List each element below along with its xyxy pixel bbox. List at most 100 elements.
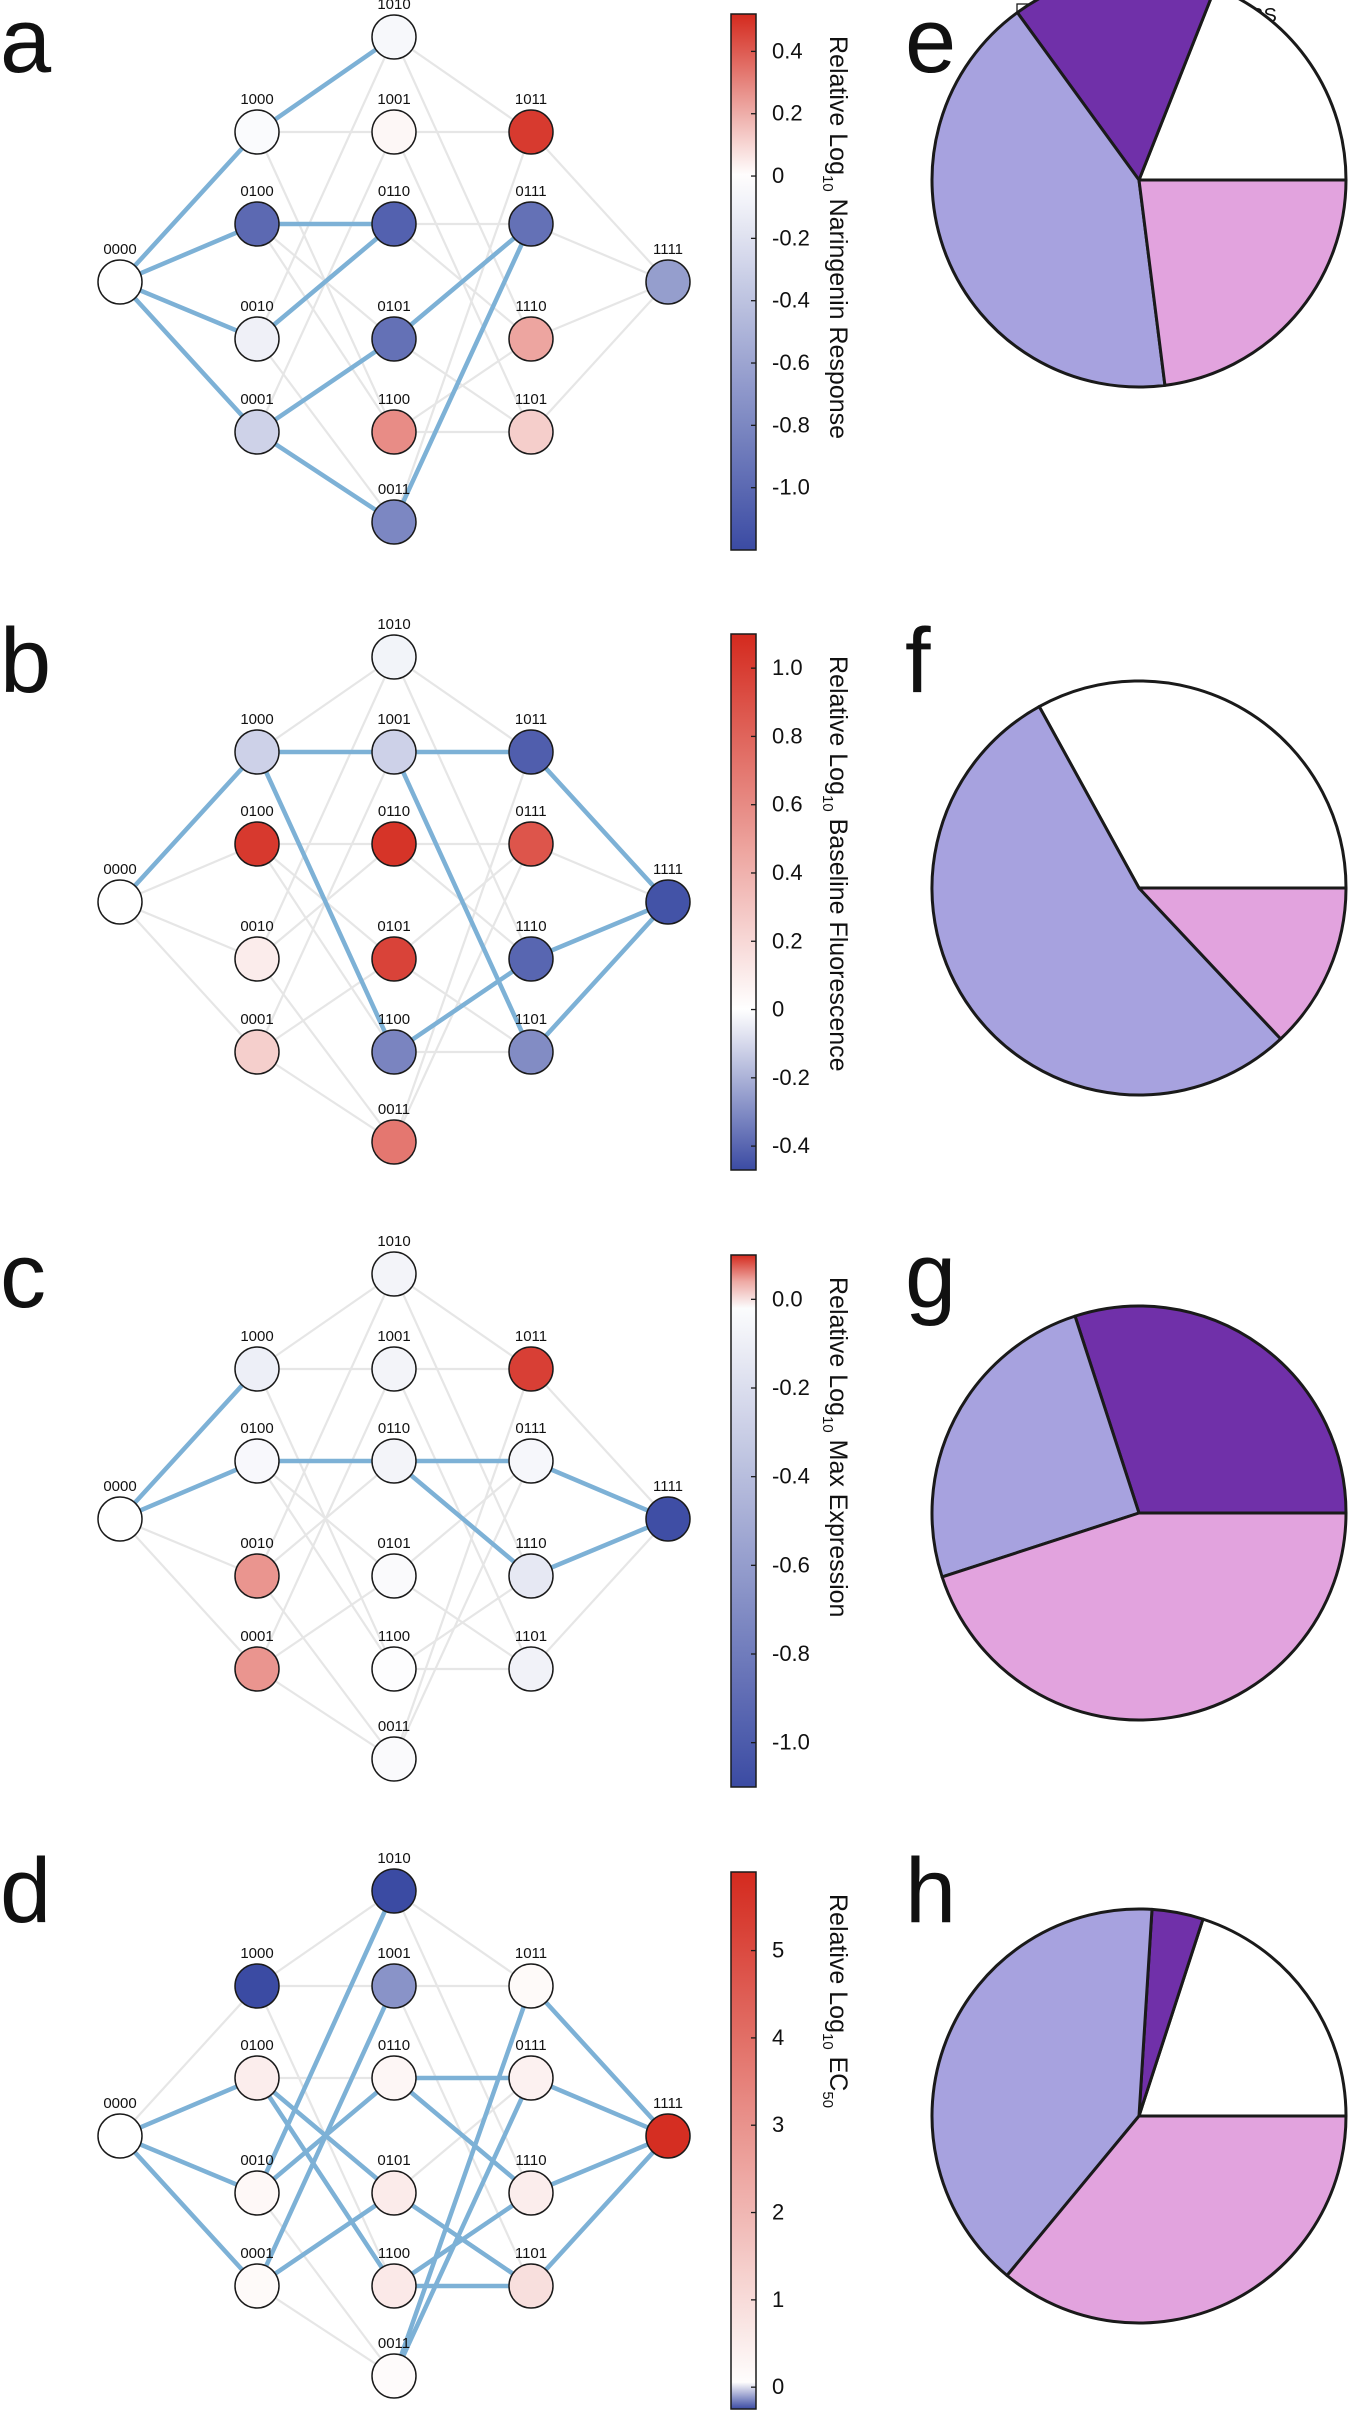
edge-1010-1110 bbox=[392, 1890, 533, 2194]
colorbar-title-c: Relative Log10 Max Expression bbox=[819, 1277, 852, 1617]
node-0010 bbox=[234, 2170, 280, 2216]
node-label-1101: 1101 bbox=[515, 2245, 547, 2262]
colorbar-tick-label-c-5: -1.0 bbox=[772, 1730, 810, 1755]
node-1011 bbox=[508, 1963, 554, 2009]
node-0110 bbox=[371, 2055, 417, 2101]
node-1101 bbox=[508, 409, 554, 455]
node-label-1011: 1011 bbox=[515, 91, 547, 108]
node-0111 bbox=[508, 201, 554, 247]
network-panel-a: a000010000100001000011010100101100101110… bbox=[0, 0, 852, 551]
node-0110 bbox=[371, 821, 417, 867]
node-1010 bbox=[371, 634, 417, 680]
node-label-0100: 0100 bbox=[240, 803, 273, 820]
colorbar-title-d: Relative Log10 EC50 bbox=[819, 1894, 852, 2108]
node-0111 bbox=[508, 2055, 554, 2101]
node-1111 bbox=[645, 879, 691, 925]
colorbar-tick-label-a-4: -0.4 bbox=[772, 288, 810, 313]
edge-highlight-1000-1100 bbox=[254, 749, 397, 1055]
panel-letter-g: g bbox=[905, 1225, 956, 1327]
colorbar-tick-label-b-5: 0 bbox=[772, 997, 784, 1022]
colorbar-tick-label-c-4: -0.8 bbox=[772, 1641, 810, 1666]
node-0010 bbox=[234, 936, 280, 982]
node-label-1011: 1011 bbox=[515, 711, 547, 728]
node-label-1001: 1001 bbox=[377, 1945, 410, 1962]
pie-slice-e-RS bbox=[1015, 0, 1212, 182]
node-1111 bbox=[645, 2113, 691, 2159]
node-0000 bbox=[97, 259, 143, 305]
edge-highlight-0001-0101 bbox=[254, 2190, 397, 2289]
edge-highlight-0000-1000 bbox=[117, 1366, 260, 1522]
edge-0001-0101 bbox=[256, 958, 395, 1053]
node-0011 bbox=[371, 499, 417, 545]
panel-letter-e: e bbox=[905, 0, 956, 92]
colorbar-tick-label-d-3: 2 bbox=[772, 2200, 784, 2225]
colorbar-tick-label-c-2: -0.4 bbox=[772, 1464, 810, 1489]
colorbar-tick-label-a-1: 0.2 bbox=[772, 101, 803, 126]
node-label-1110: 1110 bbox=[515, 298, 546, 315]
edge-0011-1011 bbox=[392, 131, 533, 523]
node-label-0010: 0010 bbox=[240, 918, 273, 935]
colorbar-tick-label-b-3: 0.4 bbox=[772, 860, 803, 885]
node-label-0111: 0111 bbox=[515, 1420, 546, 1437]
edge-0001-0011 bbox=[256, 1668, 395, 1760]
edge-highlight-0000-0001 bbox=[117, 2133, 260, 2289]
node-label-1101: 1101 bbox=[515, 391, 547, 408]
node-1101 bbox=[508, 1029, 554, 1075]
node-label-1111: 1111 bbox=[653, 2095, 683, 2112]
pie-panel-f: f bbox=[905, 610, 1348, 1097]
node-0100 bbox=[234, 1438, 280, 1484]
colorbar-tick-label-a-7: -1.0 bbox=[772, 475, 810, 500]
node-1011 bbox=[508, 729, 554, 775]
node-label-0000: 0000 bbox=[103, 2095, 136, 2112]
edge-1010-1011 bbox=[393, 656, 532, 753]
node-label-0101: 0101 bbox=[377, 2152, 410, 2169]
edge-0000-0001 bbox=[119, 1518, 258, 1670]
colorbar-tick-label-c-3: -0.6 bbox=[772, 1552, 810, 1577]
node-label-1010: 1010 bbox=[377, 1233, 410, 1250]
node-0111 bbox=[508, 1438, 554, 1484]
node-1111 bbox=[645, 259, 691, 305]
edge-1010-1011 bbox=[393, 36, 532, 133]
node-label-0001: 0001 bbox=[240, 2245, 273, 2262]
colorbar-tick-label-d-0: 5 bbox=[772, 1938, 784, 1963]
node-label-0110: 0110 bbox=[378, 803, 410, 820]
colorbar-a bbox=[730, 13, 757, 551]
edge-0100-1100 bbox=[256, 843, 395, 1053]
node-1001 bbox=[371, 109, 417, 155]
node-label-0001: 0001 bbox=[240, 1628, 273, 1645]
node-label-1111: 1111 bbox=[653, 1478, 683, 1495]
edge-highlight-0001-0101 bbox=[254, 336, 397, 435]
edge-highlight-0000-0010 bbox=[117, 279, 260, 342]
node-0101 bbox=[371, 316, 417, 362]
node-1100 bbox=[371, 409, 417, 455]
edge-1101-1111 bbox=[530, 281, 669, 433]
node-0100 bbox=[234, 2055, 280, 2101]
node-0111 bbox=[508, 821, 554, 867]
node-label-1000: 1000 bbox=[240, 1945, 273, 1962]
node-label-1001: 1001 bbox=[377, 1328, 410, 1345]
edge-highlight-0011-1011 bbox=[391, 1983, 534, 2379]
node-label-0111: 0111 bbox=[515, 2037, 546, 2054]
edge-1011-1111 bbox=[530, 1368, 669, 1520]
node-1110 bbox=[508, 936, 554, 982]
edge-highlight-0000-1000 bbox=[117, 129, 260, 285]
node-label-0000: 0000 bbox=[103, 861, 136, 878]
colorbar-d bbox=[730, 1871, 757, 2410]
edge-0010-1010 bbox=[255, 656, 396, 960]
edge-0010-0011 bbox=[256, 1575, 395, 1760]
node-0101 bbox=[371, 2170, 417, 2216]
edge-highlight-0111-1111 bbox=[528, 1458, 671, 1522]
node-1011 bbox=[508, 1346, 554, 1392]
panel-letter-a: a bbox=[0, 0, 52, 92]
edge-0010-1010 bbox=[255, 36, 396, 340]
node-0000 bbox=[97, 1496, 143, 1542]
node-1000 bbox=[234, 1346, 280, 1392]
node-label-1100: 1100 bbox=[378, 391, 410, 408]
colorbar-tick-label-b-0: 1.0 bbox=[772, 655, 803, 680]
network-panel-d: d000010000100001000011010100101100101110… bbox=[0, 1840, 852, 2410]
node-label-1010: 1010 bbox=[377, 1850, 410, 1867]
edge-0111-1111 bbox=[530, 842, 669, 904]
edge-1010-1011 bbox=[393, 1890, 532, 1987]
colorbar-tick-label-b-1: 0.8 bbox=[772, 723, 803, 748]
node-label-0101: 0101 bbox=[377, 298, 410, 315]
